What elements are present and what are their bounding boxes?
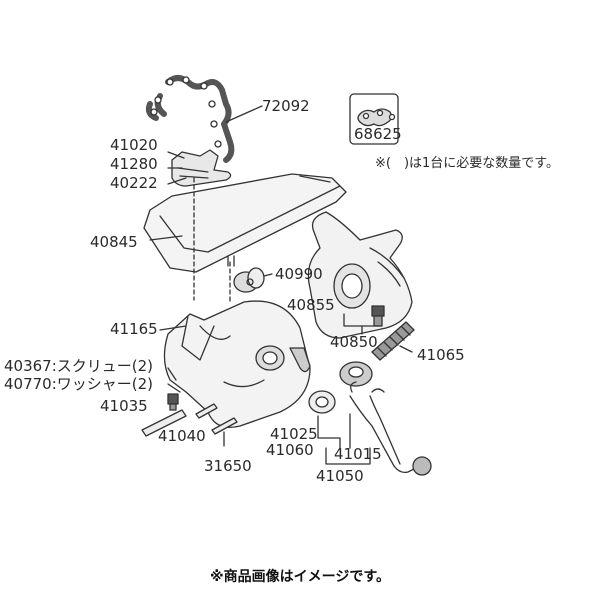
spring-part-drawing: [371, 321, 415, 361]
part-label-40845: 40845: [90, 233, 138, 251]
roller-part-drawing: [233, 267, 265, 293]
nut-drawing: [339, 361, 373, 387]
handle-fork-drawing: [349, 381, 432, 476]
part-label-31650: 31650: [204, 457, 252, 475]
housing-part-drawing: [307, 211, 413, 339]
part-label-40850: 40850: [330, 333, 378, 351]
pin-41040-drawing: [195, 403, 218, 419]
quantity-note: ※( )は1台に必要な数量です。: [375, 156, 560, 171]
chain-link-part-drawing: [357, 108, 396, 127]
pin-31650-drawing: [211, 417, 238, 435]
main-body-drawing: [163, 300, 311, 429]
part-label-41280: 41280: [110, 155, 158, 173]
chain-part-drawing: [145, 75, 235, 163]
part-label-68625: 68625: [354, 125, 402, 143]
part-label-40367: 40367:スクリュー(2): [4, 357, 154, 375]
small-screw-drawing: [167, 393, 179, 411]
jaw-part-drawing: [171, 149, 232, 187]
part-label-41020: 41020: [110, 136, 158, 154]
washer-drawing: [308, 390, 336, 414]
part-label-41050: 41050: [316, 467, 364, 485]
part-label-41025: 41025: [270, 425, 318, 443]
part-label-40990: 40990: [275, 265, 323, 283]
link-inset-box: [349, 93, 399, 145]
part-label-41015: 41015: [334, 445, 382, 463]
screw-part-drawing: [371, 305, 385, 327]
part-label-40855: 40855: [287, 296, 335, 314]
part-label-41040: 41040: [158, 427, 206, 445]
part-label-40222: 40222: [110, 174, 158, 192]
part-label-72092: 72092: [262, 97, 310, 115]
image-disclaimer: ※商品画像はイメージです。: [210, 569, 390, 585]
part-label-41165: 41165: [110, 320, 158, 338]
part-label-40770: 40770:ワッシャー(2): [4, 375, 154, 393]
part-label-41035: 41035: [100, 397, 148, 415]
part-label-41065: 41065: [417, 346, 465, 364]
part-label-41060: 41060: [266, 441, 314, 459]
base-plate-drawing: [143, 173, 347, 273]
pin-41035-drawing: [141, 409, 187, 437]
